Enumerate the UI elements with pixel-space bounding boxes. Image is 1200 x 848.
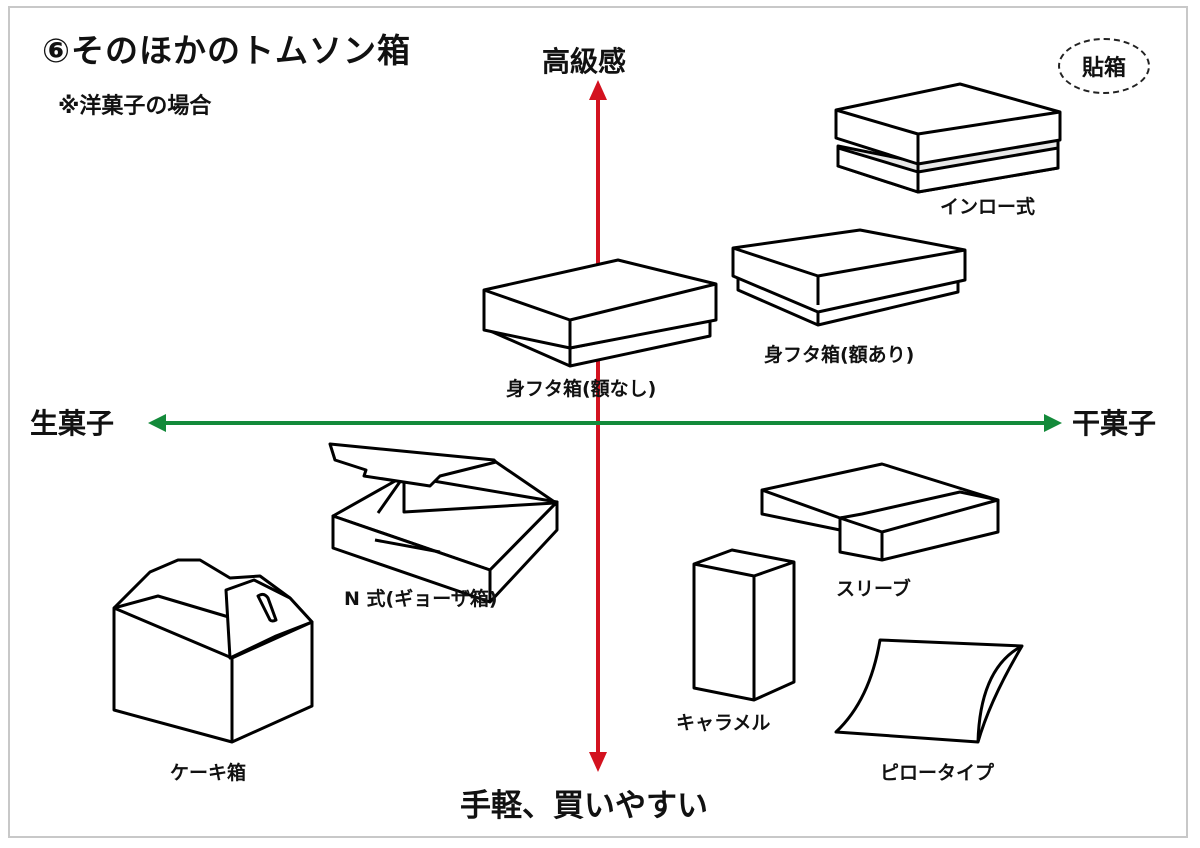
axis-label-right: 干菓子 xyxy=(1072,407,1157,440)
page-subtitle: ※洋菓子の場合 xyxy=(58,94,212,119)
arrow-right-icon xyxy=(1044,414,1062,432)
label-pillow: ピロータイプ xyxy=(880,762,995,784)
sleeve-box-illustration xyxy=(760,462,1000,562)
label-caramel: キャラメル xyxy=(676,712,771,734)
axis-label-top: 高級感 xyxy=(542,45,627,78)
harikobako-badge: 貼箱 xyxy=(1058,38,1150,94)
label-inro: インロー式 xyxy=(940,196,1036,218)
axis-label-left: 生菓子 xyxy=(30,407,115,440)
label-n-shiki: N 式(ギョーザ箱) xyxy=(344,588,498,610)
pillow-box-illustration xyxy=(834,638,1024,744)
label-mifuta-gaku-ari: 身フタ箱(額あり) xyxy=(764,344,915,366)
n-shiki-illustration xyxy=(328,442,559,604)
page-title: ⑥そのほかのトムソン箱 xyxy=(42,31,411,70)
label-cake: ケーキ箱 xyxy=(170,762,247,784)
mifuta-gaku-nashi-illustration xyxy=(482,258,718,368)
caramel-box-illustration xyxy=(692,548,796,702)
inro-box-illustration xyxy=(834,82,1062,194)
arrow-up-icon xyxy=(589,80,607,100)
arrow-down-icon xyxy=(589,752,607,772)
label-sleeve: スリーブ xyxy=(836,578,911,600)
arrow-left-icon xyxy=(148,414,166,432)
axis-label-bottom: 手軽、買いやすい xyxy=(460,788,708,824)
cake-box-illustration xyxy=(112,558,314,744)
label-mifuta-gaku-nashi: 身フタ箱(額なし) xyxy=(506,378,657,400)
mifuta-gaku-ari-illustration xyxy=(731,228,967,327)
